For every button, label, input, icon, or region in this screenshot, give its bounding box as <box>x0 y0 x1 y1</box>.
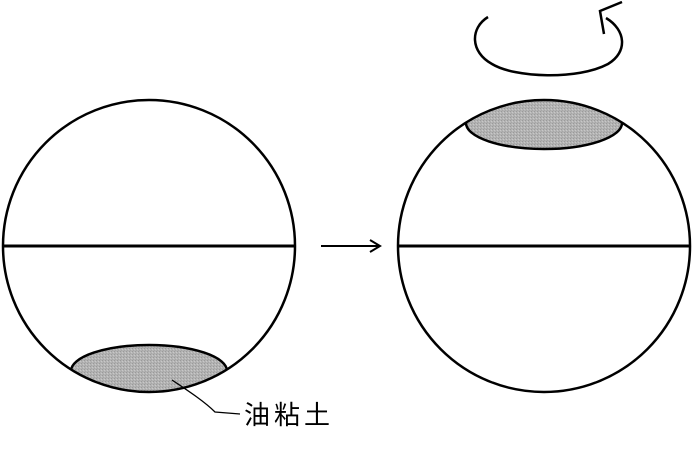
right-sphere-group <box>396 98 692 394</box>
transition-arrow <box>321 239 382 253</box>
left-sphere-group <box>1 98 297 394</box>
clay-leader-line <box>171 379 241 415</box>
left-clay-blob <box>69 343 229 392</box>
clay-label: 油粘土 <box>244 401 334 431</box>
right-clay-blob <box>464 100 624 151</box>
rotation-arrow-icon <box>473 0 624 77</box>
